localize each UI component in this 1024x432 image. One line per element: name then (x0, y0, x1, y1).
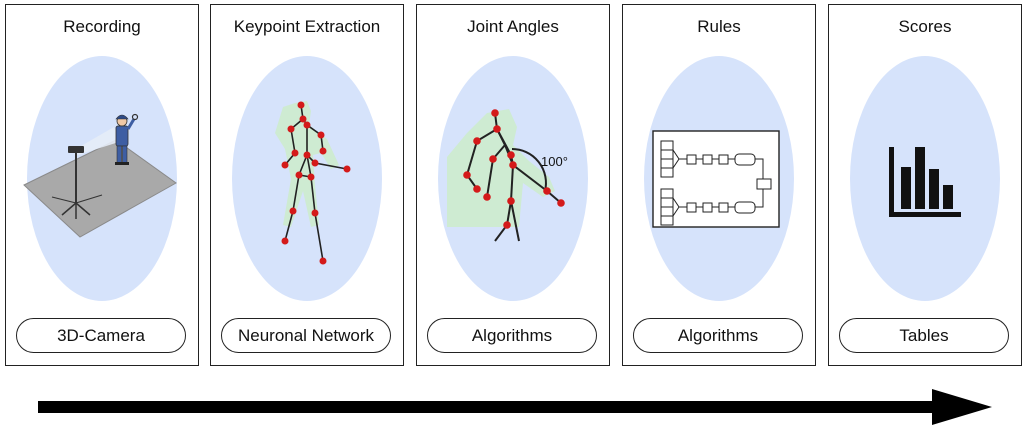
method-label: Tables (839, 318, 1009, 353)
stage-title: Scores (898, 17, 952, 36)
stage-scores: Scores Tables (828, 4, 1022, 366)
keypoint-markers (463, 109, 565, 229)
stage-rules: Rules (622, 4, 816, 366)
camera-recording-icon (23, 113, 177, 238)
process-flow-arrow (38, 389, 992, 425)
stage-joint-angles: Joint Angles 100° Algorithms (416, 4, 610, 366)
joint-angle-icon (447, 109, 565, 242)
stage-title: Keypoint Extraction (233, 17, 381, 36)
keypoint-markers (281, 101, 351, 265)
rules-flowchart-icon (652, 130, 780, 228)
method-label: 3D-Camera (16, 318, 186, 353)
angle-label: 100° (541, 154, 568, 169)
method-label: Neuronal Network (221, 318, 391, 353)
stage-title: Rules (697, 17, 741, 36)
method-label: Algorithms (633, 318, 803, 353)
skeleton-keypoints-icon (275, 101, 351, 265)
stage-title: Recording (63, 17, 141, 36)
bar-chart-icon (889, 147, 961, 217)
stage-recording: Recording 3D-Camera (5, 4, 199, 366)
stage-keypoint-extraction: Keypoint Extraction Neuronal Network (210, 4, 404, 366)
method-label: Algorithms (427, 318, 597, 353)
stage-title: Joint Angles (467, 17, 559, 36)
